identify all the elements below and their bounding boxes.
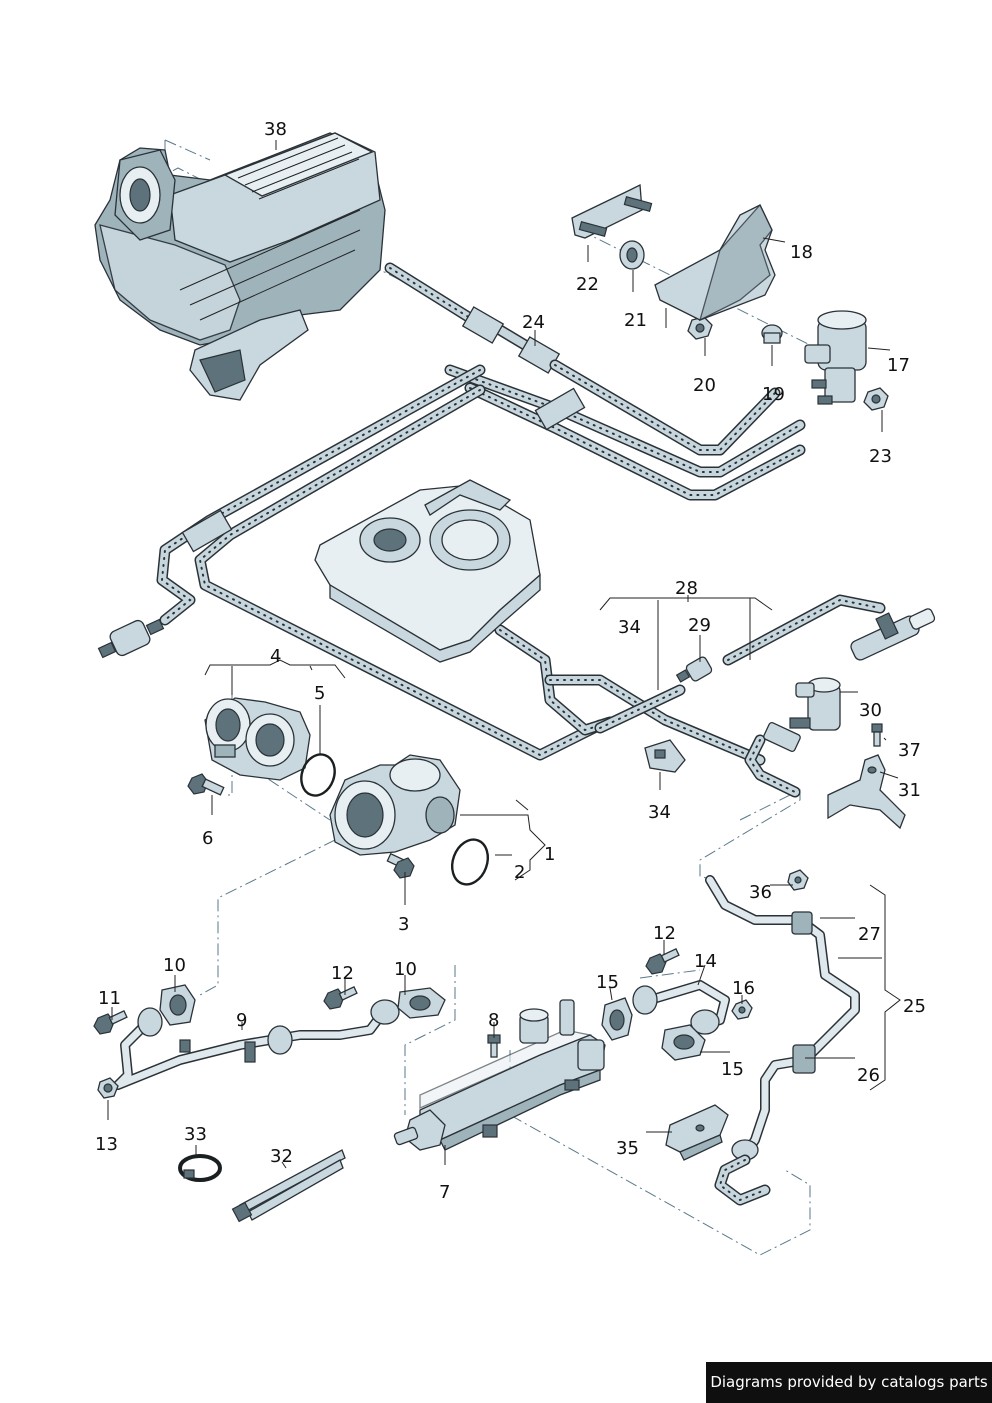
label-36: 36: [749, 882, 772, 903]
nut-36: [787, 869, 809, 891]
label-17: 17: [887, 355, 910, 376]
bolt-3: [386, 852, 415, 879]
coolant-pipe-25: [705, 875, 860, 1206]
label-32: 32: [270, 1146, 293, 1167]
label-25: 25: [903, 996, 926, 1017]
label-15b: 15: [721, 1059, 744, 1080]
label-28: 28: [675, 578, 698, 599]
nut-23: [863, 387, 889, 411]
bracket-18: [654, 203, 776, 322]
label-23: 23: [869, 446, 892, 467]
screw-12b: [645, 948, 680, 975]
label-7: 7: [439, 1182, 450, 1203]
label-34b: 34: [648, 802, 671, 823]
label-1: 1: [544, 844, 555, 865]
egr-cooler-7: [393, 999, 606, 1151]
label-31: 31: [898, 780, 921, 801]
cable-tie-32: [231, 1149, 346, 1223]
label-35: 35: [616, 1138, 639, 1159]
label-21: 21: [624, 310, 647, 331]
label-30: 30: [859, 700, 882, 721]
label-16: 16: [732, 978, 755, 999]
screw-11: [93, 1010, 128, 1035]
pressure-converter-17: [804, 310, 867, 405]
hose-clamp-33: [178, 1154, 222, 1182]
label-15a: 15: [596, 972, 619, 993]
air-filter-housing: [94, 132, 386, 401]
engine-cover: [314, 479, 541, 663]
label-38: 38: [264, 119, 287, 140]
egr-pipe-9: [113, 999, 400, 1090]
nut-16: [731, 999, 753, 1020]
label-37: 37: [898, 740, 921, 761]
gasket-15a: [601, 997, 633, 1041]
pipe-14: [632, 980, 730, 1035]
vacuum-hoses: [156, 262, 886, 798]
label-3: 3: [398, 914, 409, 935]
label-27: 27: [858, 924, 881, 945]
label-24: 24: [522, 312, 545, 333]
callout-labels: 38 24 18 17 22 21 20 19 23 28 34 29 30 3…: [95, 119, 926, 1203]
label-19: 19: [762, 384, 785, 405]
label-10a: 10: [163, 955, 186, 976]
label-12a: 12: [331, 963, 354, 984]
label-12b: 12: [653, 923, 676, 944]
bushing-21: [619, 240, 645, 270]
check-valve-left: [97, 618, 165, 659]
solenoid-valve-30: [763, 677, 841, 753]
screw-8: [487, 1034, 501, 1058]
heat-shield-35: [665, 1104, 729, 1161]
attribution-footer: Diagrams provided by catalogs parts: [706, 1362, 992, 1403]
gasket-10b: [397, 987, 446, 1019]
clip-34: [644, 739, 686, 773]
label-29: 29: [688, 615, 711, 636]
screw-12a: [323, 986, 358, 1010]
bolt-6: [187, 773, 225, 796]
label-18: 18: [790, 242, 813, 263]
label-20: 20: [693, 375, 716, 396]
leader-lines: [107, 140, 901, 1169]
throttle-body-4: [204, 697, 311, 781]
label-10b: 10: [394, 959, 417, 980]
label-22: 22: [576, 274, 599, 295]
nut-13: [97, 1077, 119, 1099]
gasket-10a: [159, 984, 196, 1026]
nut-20: [687, 316, 713, 340]
label-9: 9: [236, 1010, 247, 1031]
gasket-15b: [661, 1024, 706, 1061]
label-13: 13: [95, 1134, 118, 1155]
screw-37: [871, 723, 883, 747]
grommet-19: [761, 324, 783, 344]
label-6: 6: [202, 828, 213, 849]
label-2: 2: [514, 862, 525, 883]
label-33: 33: [184, 1124, 207, 1145]
label-26: 26: [857, 1065, 880, 1086]
check-valve-29: [675, 656, 713, 683]
o-ring-5: [300, 753, 336, 797]
bracket-22: [571, 183, 653, 239]
label-11: 11: [98, 988, 121, 1009]
label-5: 5: [314, 683, 325, 704]
hose-connector-right: [850, 608, 936, 661]
label-34a: 34: [618, 617, 641, 638]
o-ring-2: [450, 838, 490, 886]
egr-valve-1: [329, 754, 461, 856]
label-4: 4: [270, 646, 281, 667]
label-8: 8: [488, 1010, 499, 1031]
label-14: 14: [694, 951, 717, 972]
bracket-31: [827, 754, 906, 830]
